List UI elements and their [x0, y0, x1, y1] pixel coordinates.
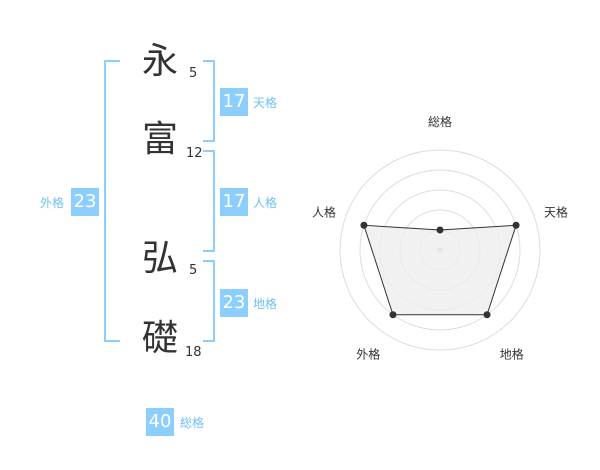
chikaku-value-badge: 23	[220, 289, 248, 317]
stroke-count-3: 5	[189, 263, 198, 278]
gaikaku-label: 外格	[40, 196, 65, 210]
radar-point-3	[483, 311, 491, 319]
radar-series-polygon	[363, 224, 517, 316]
chikaku-bracket	[203, 260, 215, 342]
name-char-4: 礎	[142, 318, 179, 359]
stroke-count-1: 5	[189, 66, 198, 81]
stroke-count-2: 12	[186, 146, 203, 161]
radar-point-5	[360, 221, 368, 229]
radar-axis-label: 総格	[428, 114, 452, 129]
tenkaku-bracket	[203, 60, 215, 142]
stroke-count-4: 18	[185, 345, 202, 360]
jinkaku-value-badge: 17	[220, 188, 248, 216]
radar-axis-label: 人格	[312, 204, 336, 219]
name-char-3: 弘	[142, 238, 179, 279]
radar-grid-ring	[339, 149, 541, 351]
radar-point-2	[512, 221, 520, 229]
gaikaku-value-badge: 23	[71, 188, 99, 216]
radar-grid-ring	[359, 169, 521, 331]
soukaku-value-badge: 40	[146, 408, 174, 436]
jinkaku-label: 人格	[253, 196, 278, 210]
radar-point-1	[436, 226, 444, 234]
jinkaku-bracket	[203, 150, 215, 252]
name-char-1: 永	[142, 41, 179, 82]
radar-axis-label: 天格	[544, 204, 568, 219]
gaikaku-bracket	[104, 60, 120, 342]
tenkaku-value-badge: 17	[220, 88, 248, 116]
soukaku-label: 総格	[180, 416, 205, 430]
chikaku-label: 地格	[253, 297, 278, 311]
radar-axis-label: 外格	[356, 347, 380, 362]
name-char-2: 富	[142, 119, 179, 160]
radar-point-4	[389, 311, 397, 319]
tenkaku-label: 天格	[253, 96, 278, 110]
radar-axis-label: 地格	[500, 347, 524, 362]
